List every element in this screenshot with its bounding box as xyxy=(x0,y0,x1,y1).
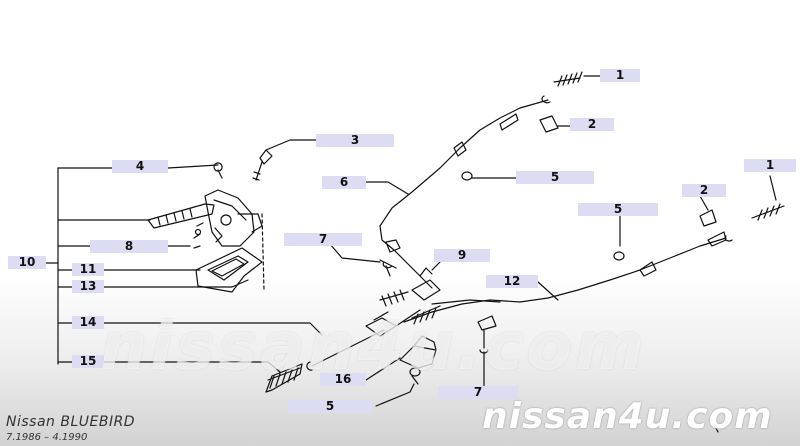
clip-2a xyxy=(539,115,559,133)
leader-4 xyxy=(57,164,219,169)
leader-3 xyxy=(265,139,317,151)
callout-2: 2 xyxy=(570,118,614,131)
callout-11: 11 xyxy=(72,263,104,276)
callout-1: 1 xyxy=(600,69,640,82)
leader-2b xyxy=(699,195,709,211)
watermark-corner: nissan4u.com xyxy=(482,396,773,437)
leader-12 xyxy=(537,281,559,301)
callout-8: 8 xyxy=(90,240,168,253)
callout-15: 15 xyxy=(72,355,104,368)
callout-5: 5 xyxy=(516,171,594,184)
callout-1: 1 xyxy=(744,159,796,172)
callout-9: 9 xyxy=(434,249,490,262)
callout-5: 5 xyxy=(288,400,372,413)
callout-10: 10 xyxy=(8,256,46,269)
cable-junction xyxy=(379,267,441,307)
return-spring xyxy=(265,363,303,393)
leader-6 xyxy=(365,181,409,195)
front-cable xyxy=(306,309,421,371)
callout-4: 4 xyxy=(112,160,168,173)
leader-1b xyxy=(769,175,777,201)
leader-15 xyxy=(57,361,281,373)
rear-cable-left xyxy=(379,95,551,289)
bolt-3 xyxy=(252,149,273,181)
model-title: Nissan BLUEBIRD xyxy=(6,414,136,430)
callout-14: 14 xyxy=(72,316,104,329)
leader-5c xyxy=(375,383,415,407)
leader-14 xyxy=(57,322,323,336)
callout-3: 3 xyxy=(316,134,394,147)
callout-5: 5 xyxy=(578,203,658,216)
bolt-7a xyxy=(379,259,397,277)
watermark-center: nissan4u.com xyxy=(100,308,647,385)
leader-7a xyxy=(329,243,381,263)
callout-7: 7 xyxy=(438,386,518,399)
equalizer-bracket xyxy=(399,335,437,385)
spring-1a xyxy=(553,71,583,87)
callout-2: 2 xyxy=(682,184,726,197)
leader-13-line xyxy=(231,279,249,288)
nut-5b xyxy=(613,251,625,261)
clip-2b xyxy=(699,209,717,227)
callout-7: 7 xyxy=(284,233,362,246)
callout-6: 6 xyxy=(322,176,366,189)
rear-cable-right xyxy=(403,231,733,325)
spring-1b xyxy=(751,203,785,221)
production-range: 7.1986 – 4.1990 xyxy=(6,432,88,443)
cover-plate xyxy=(195,247,263,293)
lever-assembly xyxy=(147,162,263,249)
nut-5a xyxy=(461,171,473,181)
leader-16 xyxy=(365,357,401,381)
callout-16: 16 xyxy=(320,373,366,386)
callout-13: 13 xyxy=(72,280,104,293)
callout-12: 12 xyxy=(486,275,538,288)
